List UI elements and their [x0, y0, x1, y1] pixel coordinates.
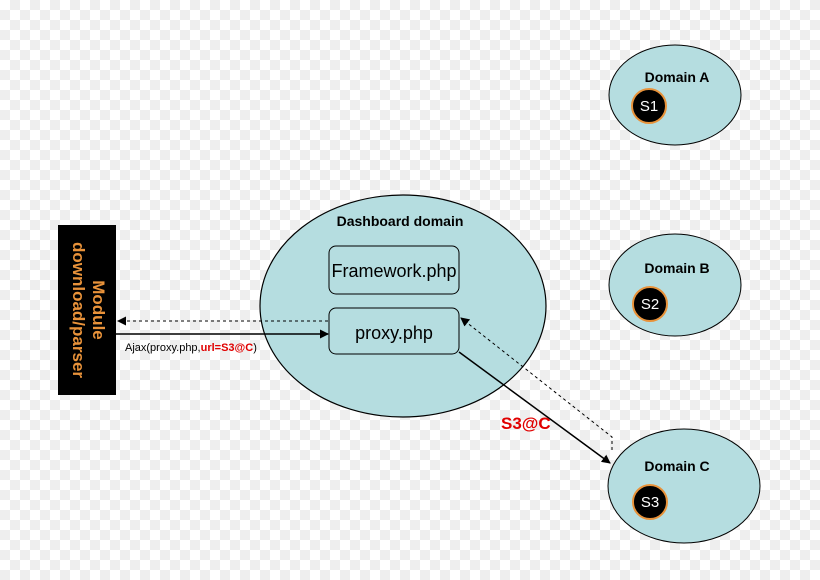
- domain-c-ellipse: [607, 428, 761, 544]
- domain-b: Domain B S2: [608, 233, 742, 337]
- ajax-call-param: url=S3@C: [201, 342, 254, 354]
- domain-a: Domain A S1: [608, 44, 742, 146]
- framework-php-box: [328, 245, 460, 295]
- domain-c-label: Domain C: [644, 458, 709, 474]
- domain-b-ellipse: [608, 233, 742, 337]
- domain-c: Domain C S3: [607, 428, 761, 544]
- route-label: S3@C: [501, 414, 551, 433]
- dashboard-domain-label: Dashboard domain: [337, 213, 464, 229]
- server-s1-label: S1: [640, 98, 658, 115]
- server-s3-label: S3: [641, 494, 659, 511]
- domain-c-response-dashed-arrow: [460, 317, 613, 450]
- domain-b-label: Domain B: [644, 260, 709, 276]
- ajax-call-prefix: Ajax(proxy.php,: [125, 342, 201, 354]
- module-label-line2: download/parser: [69, 242, 88, 378]
- proxy-to-domain-c-arrow: [458, 351, 611, 464]
- dashboard-domain: Dashboard domain Framework.php proxy.php: [259, 194, 547, 418]
- server-s2: [632, 286, 668, 322]
- module-block: Module download/parser: [58, 225, 116, 395]
- server-s1: [631, 88, 667, 124]
- framework-php-label: Framework.php: [331, 261, 456, 281]
- ajax-call-suffix: ): [253, 342, 257, 354]
- module-label-line1: Module: [89, 280, 108, 340]
- ajax-call-label: Ajax(proxy.php,url=S3@C): [125, 342, 257, 354]
- proxy-php-label: proxy.php: [355, 323, 433, 343]
- server-s2-label: S2: [641, 296, 659, 313]
- domain-a-ellipse: [608, 44, 742, 146]
- server-s3: [632, 484, 668, 520]
- proxy-php-box: [328, 307, 460, 355]
- module-box: [58, 225, 116, 395]
- domain-a-label: Domain A: [645, 69, 710, 85]
